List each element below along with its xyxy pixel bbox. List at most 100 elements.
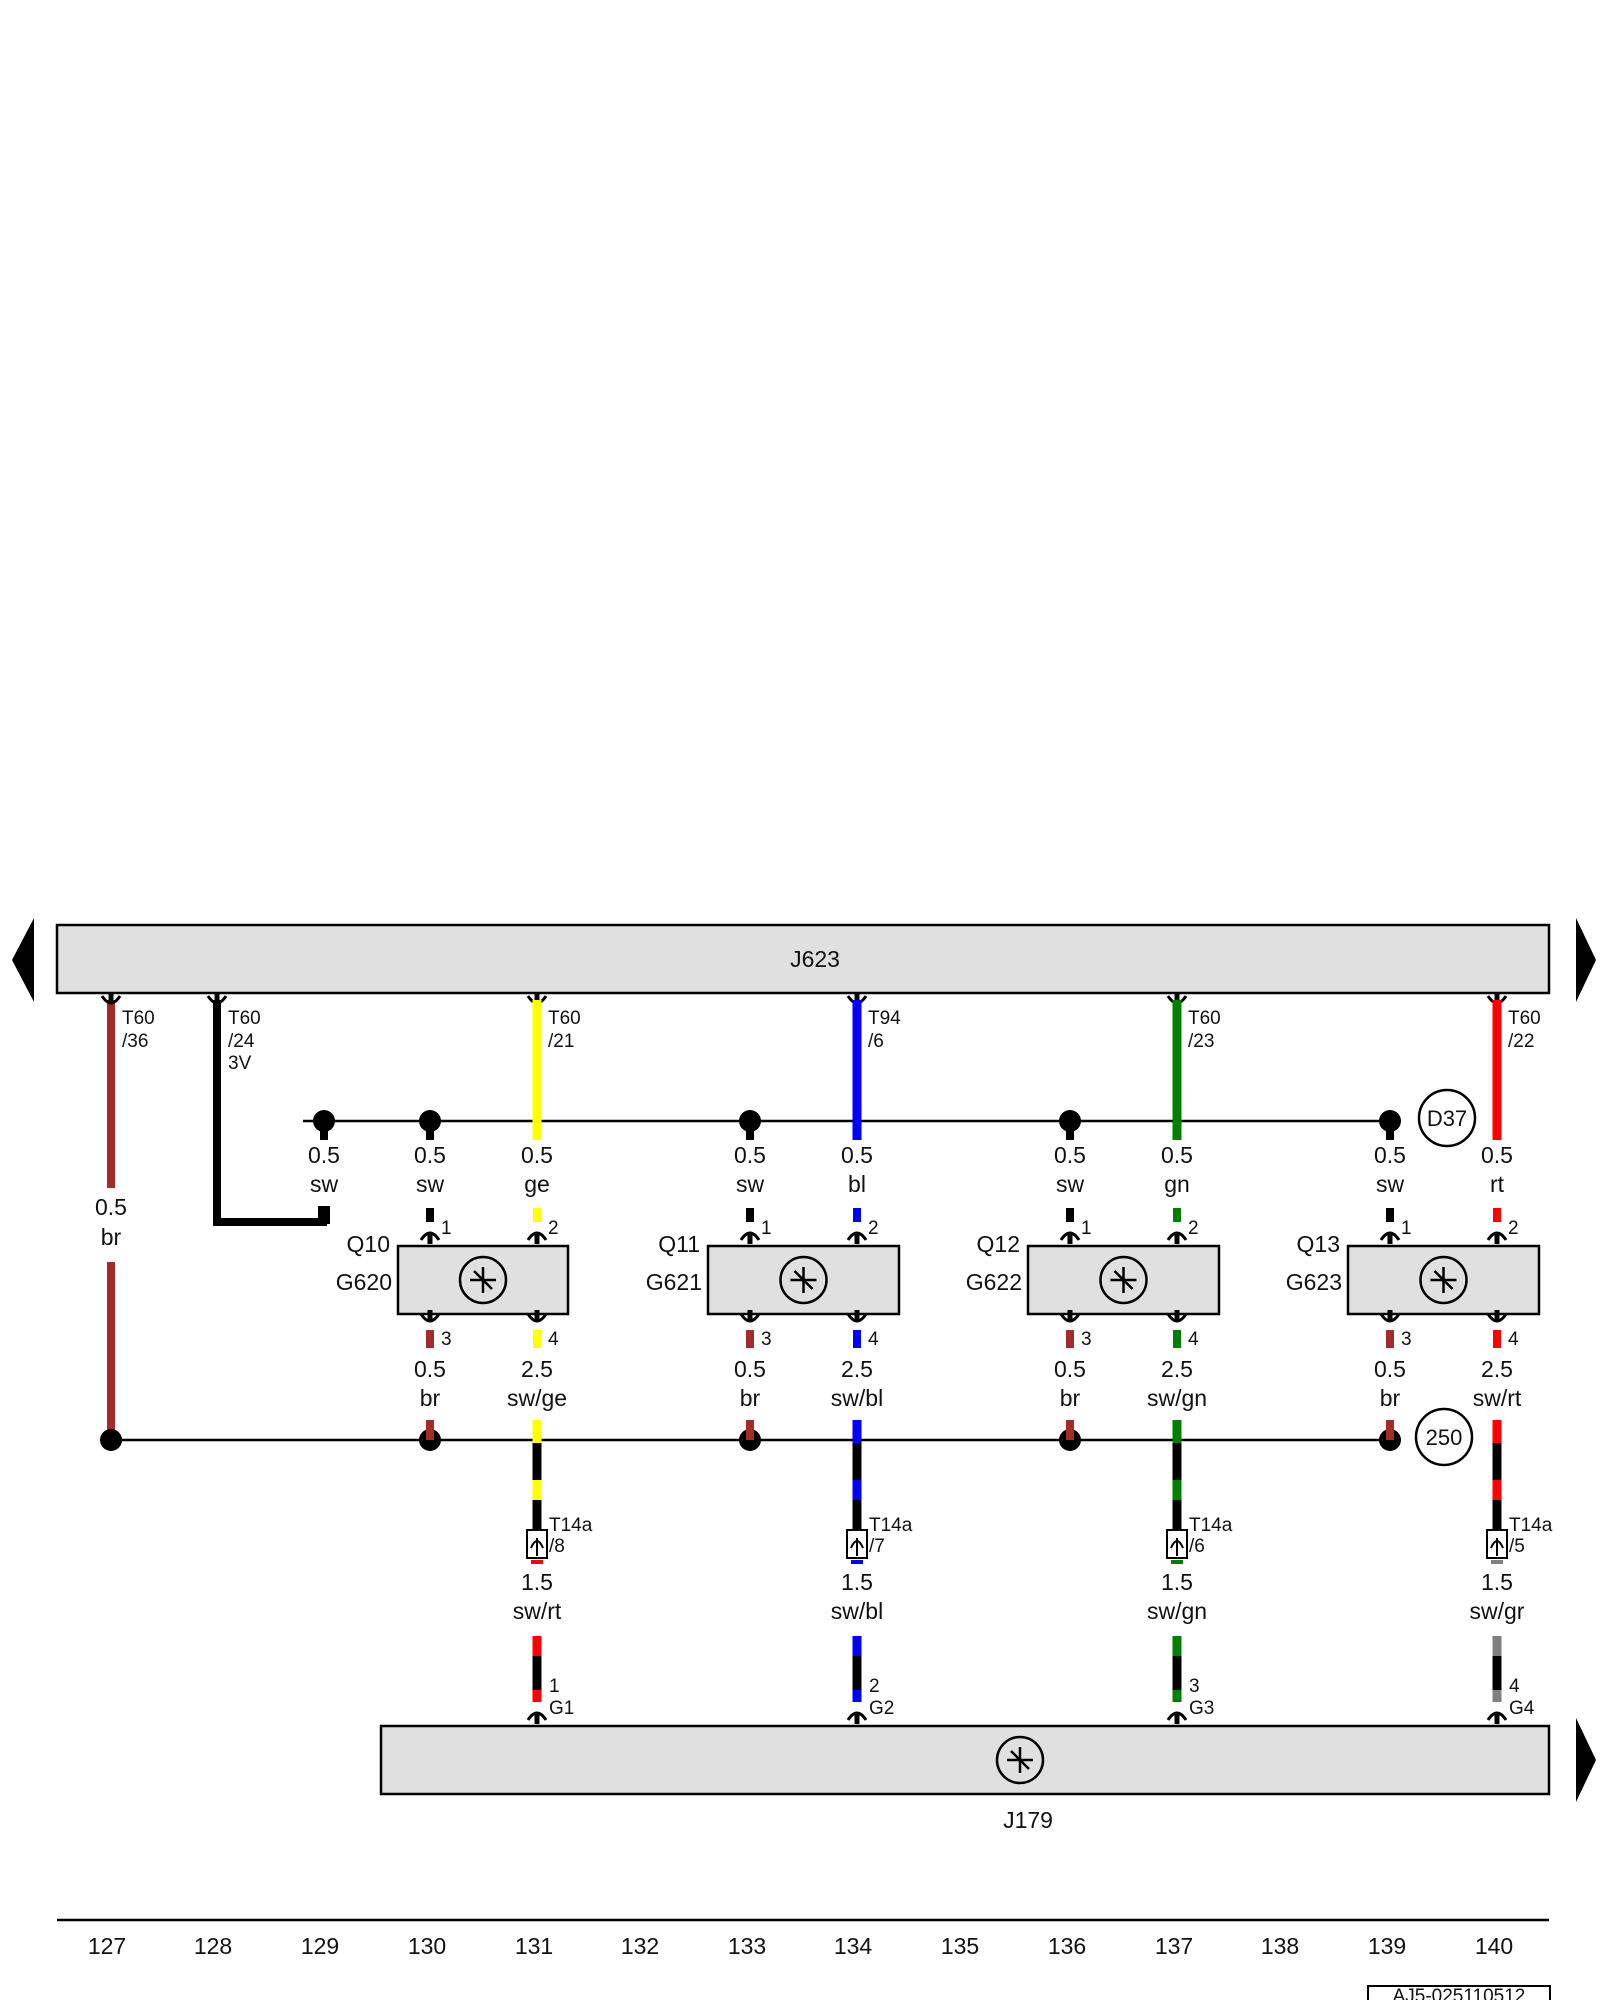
wire-color-label: br [1380, 1385, 1401, 1411]
component-pin-label: 3 [441, 1329, 452, 1350]
module-pin-name-label: G2 [869, 1698, 894, 1719]
component-pin-label: 4 [548, 1329, 559, 1350]
connector-pin-label: /8 [549, 1536, 565, 1557]
component-pin-label: 3 [1081, 1329, 1092, 1350]
component-pin-label: 4 [1508, 1329, 1519, 1350]
module-pin-t131: T60/21 [526, 992, 581, 1052]
wire-color-label: sw [1056, 1171, 1085, 1197]
wire-size-label: 0.5 [1054, 1142, 1086, 1168]
column-number-label: 127 [88, 1933, 126, 1959]
ground-ref-d37: D37 [1417, 1088, 1477, 1148]
wire-size-label: 0.5 [1054, 1356, 1086, 1382]
pin-number-label: /24 [228, 1031, 255, 1052]
junction-upper-130 [419, 1110, 441, 1140]
component-pin-label: 2 [548, 1218, 559, 1239]
wire-color-label: sw/rt [513, 1598, 562, 1624]
page-next-arrow-lower[interactable] [1576, 1718, 1596, 1802]
pin-number-label: /23 [1188, 1031, 1214, 1052]
component-g-label: G621 [646, 1269, 702, 1295]
component-pin-label: 3 [1401, 1329, 1412, 1350]
connector-pin-label: /6 [1189, 1536, 1205, 1557]
wire-color-label: ge [524, 1171, 550, 1197]
glow-plug-symbol-icon [1007, 1747, 1033, 1773]
glow-plug-symbol-icon [1430, 1267, 1457, 1293]
wire-size-label: 0.5 [95, 1194, 127, 1220]
wire-color-label: sw [736, 1171, 765, 1197]
wire-size-label: 0.5 [414, 1356, 446, 1382]
reference-id-label: AJ5-025110512 [1393, 1986, 1526, 2000]
component-pin-label: 2 [1188, 1218, 1199, 1239]
column-number-label: 139 [1368, 1933, 1406, 1959]
component-q-label: Q13 [1297, 1231, 1340, 1257]
component-pin-label: 4 [1188, 1329, 1199, 1350]
module-j179-label: J179 [1003, 1807, 1053, 1833]
page-next-arrow[interactable] [1576, 918, 1596, 1002]
wire-color-label: rt [1490, 1171, 1505, 1197]
module-pin-number-label: 2 [869, 1676, 880, 1697]
column-number-label: 140 [1475, 1933, 1513, 1959]
wire-color-label: sw/rt [1473, 1385, 1522, 1411]
wire-size-label: 0.5 [308, 1142, 340, 1168]
component-g-label: G620 [336, 1269, 392, 1295]
connector-t14a: T14a/7 [846, 1515, 913, 1564]
ground-ref-250: 250 [1414, 1407, 1474, 1467]
page-prev-arrow[interactable] [12, 918, 34, 1002]
glow-plug-symbol-icon [1110, 1267, 1137, 1293]
wire-size-label: 0.5 [414, 1142, 446, 1168]
wire-128-sw [213, 1000, 330, 1226]
component-q-label: Q10 [347, 1231, 390, 1257]
junction-upper-139 [1379, 1110, 1401, 1140]
wire-color-label: sw/gr [1470, 1598, 1525, 1624]
column-number-label: 137 [1155, 1933, 1193, 1959]
wire-labels-lower: 1.5 sw/rt 1.5 sw/bl 1.5 sw/gn 1.5 sw/gr [513, 1569, 1525, 1624]
ground-ref-d37-label: D37 [1427, 1106, 1467, 1131]
wire-color-label: bl [848, 1171, 866, 1197]
wire-size-label: 2.5 [841, 1356, 873, 1382]
column-number-label: 134 [834, 1933, 873, 1959]
junction-upper-133 [739, 1110, 761, 1140]
wire-color-label: sw/bl [831, 1598, 883, 1624]
pin-number-label: /21 [548, 1031, 574, 1052]
pin-connector-label: T60 [1188, 1008, 1221, 1029]
pin-connector-label: T60 [228, 1008, 261, 1029]
component-pin-label: 3 [761, 1329, 772, 1350]
wire-color-label: sw/bl [831, 1385, 883, 1411]
glow-plug-symbol-icon [790, 1267, 817, 1293]
column-number-label: 133 [728, 1933, 766, 1959]
column-number-label: 130 [408, 1933, 446, 1959]
ground-ref-250-label: 250 [1426, 1425, 1463, 1450]
column-number-label: 138 [1261, 1933, 1299, 1959]
reference-id-box: AJ5-025110512 [1367, 1985, 1551, 2000]
pin-voltage-label: 3V [228, 1053, 252, 1074]
wire-color-label: br [420, 1385, 441, 1411]
wire-color-label: br [740, 1385, 761, 1411]
pin-connector-label: T60 [1508, 1008, 1541, 1029]
wire-size-label: 0.5 [521, 1142, 553, 1168]
component-g-label: G622 [966, 1269, 1022, 1295]
column-number-label: 135 [941, 1933, 979, 1959]
wire-color-label: gn [1164, 1171, 1190, 1197]
module-pin-name-label: G3 [1189, 1698, 1214, 1719]
connector-name-label: T14a [1509, 1515, 1553, 1536]
wire-color-label: sw/ge [507, 1385, 567, 1411]
component-pin-label: 2 [868, 1218, 879, 1239]
wire-color-label: sw [416, 1171, 445, 1197]
wire-size-label: 0.5 [734, 1356, 766, 1382]
connector-name-label: T14a [1189, 1515, 1233, 1536]
module-j623-label: J623 [790, 946, 840, 972]
connector-name-label: T14a [869, 1515, 913, 1536]
component-g-label: G623 [1286, 1269, 1342, 1295]
module-pin-t140: T60/22 [1486, 992, 1541, 1052]
connector-pin-label: /5 [1509, 1536, 1525, 1557]
wire-color-label: sw/gn [1147, 1598, 1207, 1624]
component-q-label: Q12 [977, 1231, 1020, 1257]
module-pin-t134: T94/6 [846, 992, 901, 1052]
module-pin-t137: T60/23 [1166, 992, 1221, 1052]
wire-size-label: 0.5 [1161, 1142, 1193, 1168]
component-pin-label: 1 [1081, 1218, 1092, 1239]
component-pin-label: 1 [1401, 1218, 1412, 1239]
